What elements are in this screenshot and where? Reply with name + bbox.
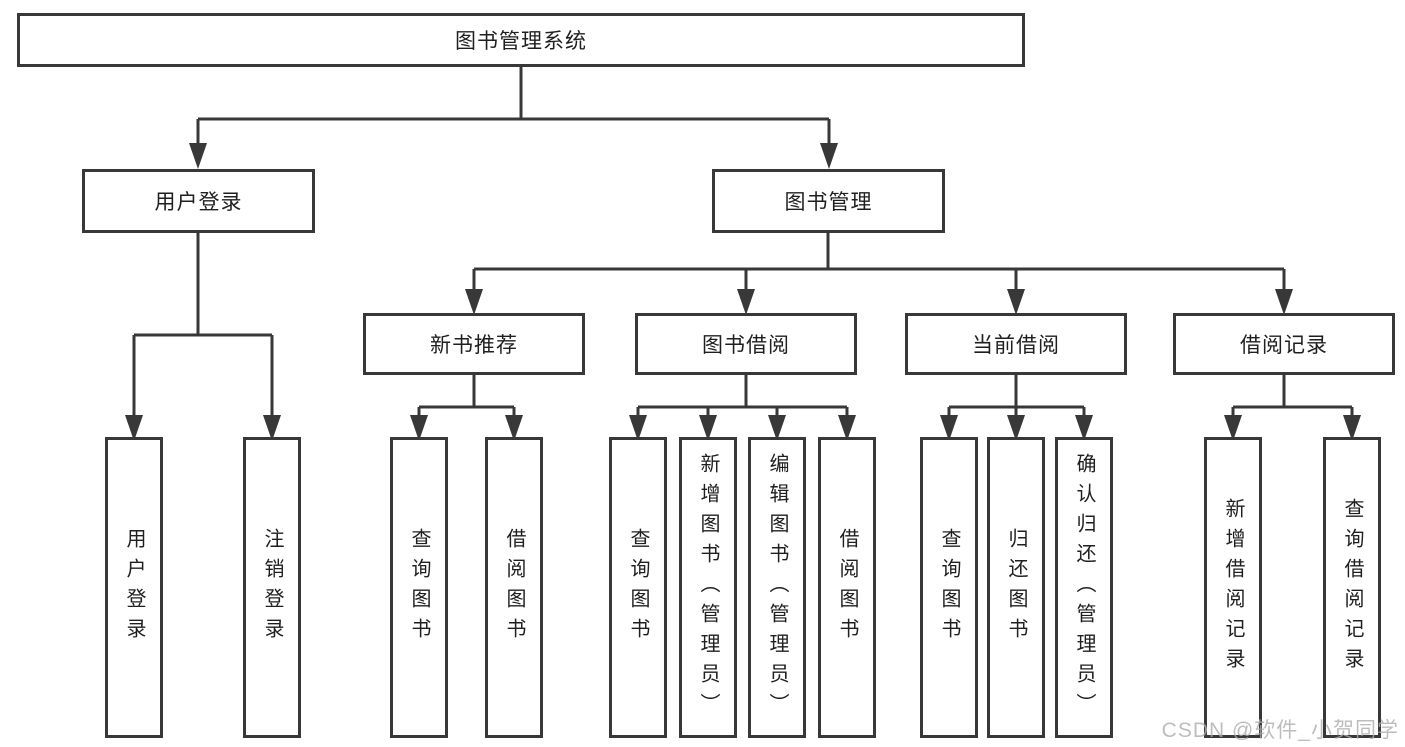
leaf-query-books-current: 查询图书	[920, 437, 978, 738]
node-book-borrow-label: 图书借阅	[702, 334, 790, 357]
node-user-login: 用户登录	[82, 169, 315, 233]
arrowhead-icons	[125, 143, 1361, 441]
leaf-add-books-admin: 新增图书（管理员）	[679, 437, 737, 738]
leaf-query-borrow-record-label: 查询借阅记录	[1341, 497, 1363, 678]
leaf-return-books-label: 归还图书	[1005, 527, 1027, 648]
leaf-confirm-return-admin: 确认归还（管理员）	[1055, 437, 1113, 738]
leaf-query-books-borrow-label: 查询图书	[627, 527, 649, 648]
leaf-borrow-books: 借阅图书	[818, 437, 876, 738]
node-current-borrow-label: 当前借阅	[972, 334, 1060, 357]
leaf-user-login: 用户登录	[105, 437, 163, 738]
leaf-query-borrow-record: 查询借阅记录	[1323, 437, 1381, 738]
leaf-borrow-books-recommend: 借阅图书	[485, 437, 543, 738]
leaf-add-borrow-record: 新增借阅记录	[1204, 437, 1262, 738]
leaf-edit-books-admin: 编辑图书（管理员）	[748, 437, 806, 738]
node-root: 图书管理系统	[17, 13, 1025, 67]
leaf-query-books-recommend: 查询图书	[390, 437, 448, 738]
node-new-book-recommend-label: 新书推荐	[430, 334, 518, 357]
watermark-text: CSDN @软件_小贺同学	[1161, 719, 1399, 742]
node-new-book-recommend: 新书推荐	[363, 313, 585, 375]
leaf-confirm-return-admin-label: 确认归还（管理员）	[1073, 452, 1095, 723]
leaf-query-books-recommend-label: 查询图书	[408, 527, 430, 648]
node-book-borrow: 图书借阅	[635, 313, 857, 375]
leaf-user-login-label: 用户登录	[123, 527, 145, 648]
node-borrow-records-label: 借阅记录	[1240, 334, 1328, 357]
node-current-borrow: 当前借阅	[905, 313, 1127, 375]
leaf-return-books: 归还图书	[987, 437, 1045, 738]
leaf-query-books-current-label: 查询图书	[938, 527, 960, 648]
leaf-logout-label: 注销登录	[261, 527, 283, 648]
leaf-edit-books-admin-label: 编辑图书（管理员）	[766, 452, 788, 723]
node-book-management: 图书管理	[712, 169, 945, 233]
leaf-add-borrow-record-label: 新增借阅记录	[1222, 497, 1244, 678]
node-borrow-records: 借阅记录	[1173, 313, 1395, 375]
node-book-management-label: 图书管理	[784, 191, 873, 214]
node-user-login-label: 用户登录	[154, 191, 243, 214]
node-root-label: 图书管理系统	[455, 30, 587, 53]
leaf-add-books-admin-label: 新增图书（管理员）	[697, 452, 719, 723]
leaf-borrow-books-label: 借阅图书	[836, 527, 858, 648]
leaf-query-books-borrow: 查询图书	[609, 437, 667, 738]
leaf-logout: 注销登录	[243, 437, 301, 738]
leaf-borrow-books-recommend-label: 借阅图书	[503, 527, 525, 648]
